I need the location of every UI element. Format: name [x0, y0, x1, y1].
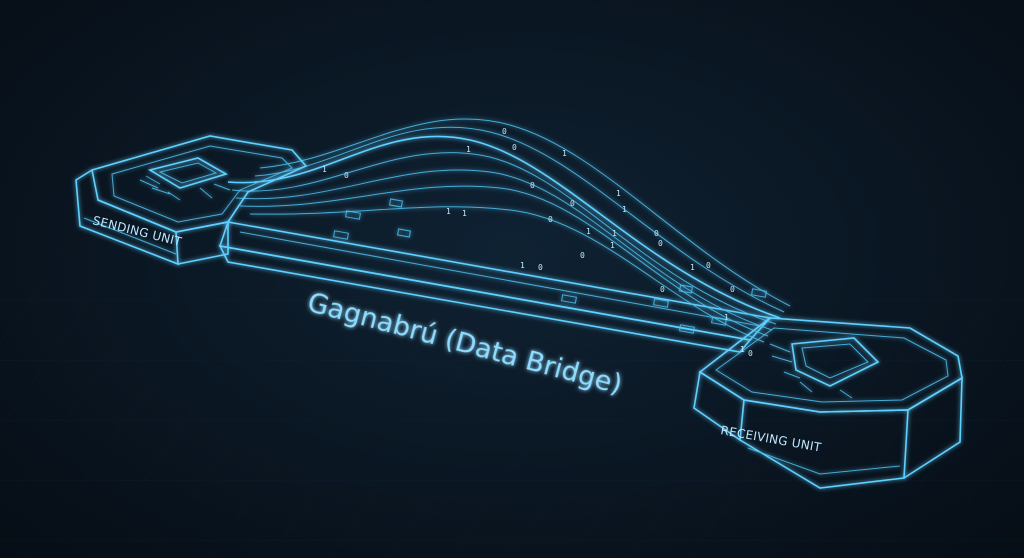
binary-digit: 1	[562, 149, 567, 158]
binary-digit: 1	[690, 263, 695, 272]
receiving-chip	[769, 337, 880, 399]
binary-digit: 0	[548, 215, 553, 224]
floor-grid	[0, 280, 1024, 558]
binary-digit: 1	[740, 345, 745, 354]
binary-digit: 1	[610, 241, 615, 250]
receiving-unit	[693, 317, 963, 489]
binary-digit: 1	[446, 207, 451, 216]
sending-chip	[139, 157, 231, 201]
binary-digit: 0	[654, 229, 659, 238]
binary-digit: 1	[622, 205, 627, 214]
binary-digit: 0	[748, 349, 753, 358]
binary-digit: 1	[616, 189, 621, 198]
binary-digit: 0	[658, 239, 663, 248]
binary-digit: 1	[322, 165, 327, 174]
binary-digit: 0	[580, 251, 585, 260]
binary-digit: 0	[538, 263, 543, 272]
binary-digit: 0	[660, 285, 665, 294]
binary-digit: 1	[462, 209, 467, 218]
sending-unit	[75, 135, 308, 266]
binary-digit: 0	[730, 285, 735, 294]
binary-digit: 1	[586, 227, 591, 236]
binary-digit: 0	[344, 171, 349, 180]
binary-digit: 1	[466, 145, 471, 154]
binary-digit: 0	[570, 199, 575, 208]
binary-digit: 0	[530, 181, 535, 190]
binary-digit: 0	[512, 143, 517, 152]
bridge-deck	[218, 198, 772, 353]
binary-digit: 1	[520, 261, 525, 270]
binary-digit: 1	[612, 229, 617, 238]
binary-digit: 1	[724, 313, 729, 322]
data-stream-waves	[227, 118, 791, 343]
binary-digit: 0	[706, 261, 711, 270]
binary-digit: 0	[502, 127, 507, 136]
